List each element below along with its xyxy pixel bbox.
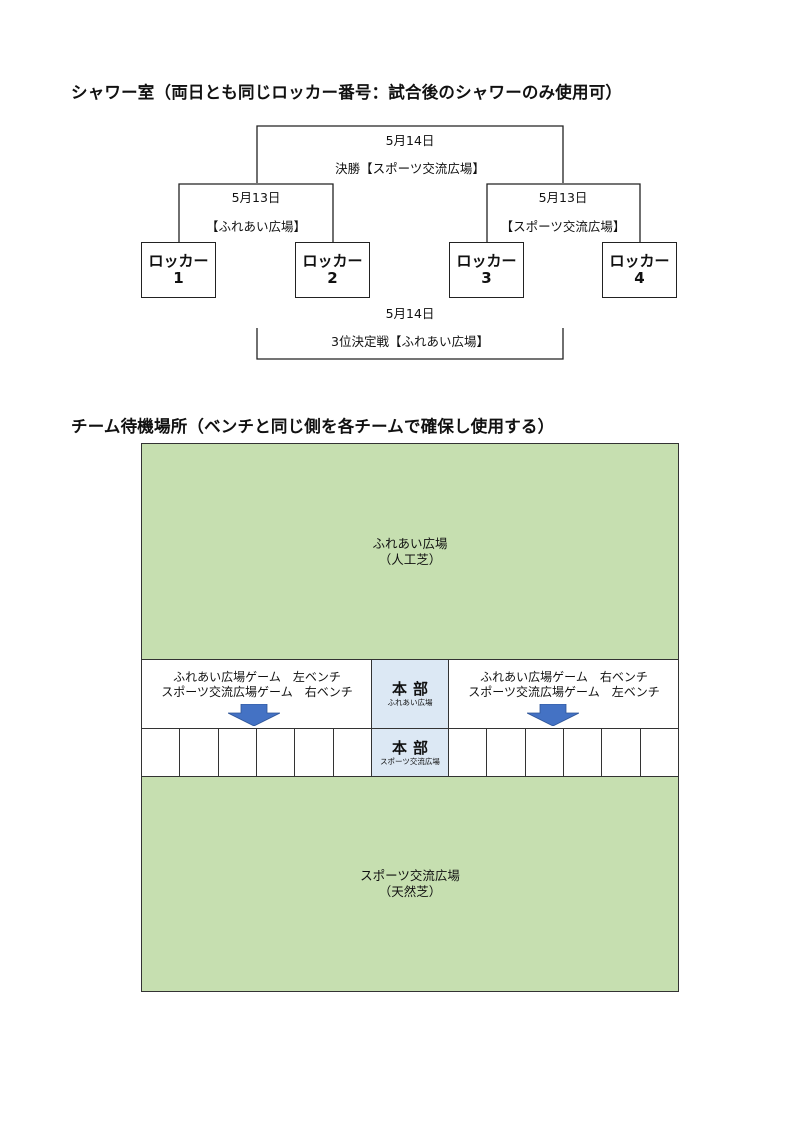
hq-title: 本部 xyxy=(391,680,434,698)
waiting-slot xyxy=(295,729,334,776)
final-date: 5月14日 xyxy=(385,133,435,148)
sports-exchange-field: スポーツ交流広場 （天然芝） xyxy=(141,776,679,992)
final-bracket-line xyxy=(256,125,564,183)
locker-number: 4 xyxy=(634,269,645,287)
locker-4: ロッカー 4 xyxy=(602,242,677,298)
locker-1: ロッカー 1 xyxy=(141,242,216,298)
waiting-slot xyxy=(219,729,257,776)
final-title: 決勝【スポーツ交流広場】 xyxy=(335,161,485,176)
semi-right-venue: 【スポーツ交流広場】 xyxy=(500,219,626,234)
semi-right-bracket-line xyxy=(486,183,641,242)
waiting-slot xyxy=(524,729,563,776)
third-place-bracket-line xyxy=(256,328,564,360)
waiting-slot xyxy=(601,729,639,776)
locker-3: ロッカー 3 xyxy=(449,242,524,298)
team-waiting-area-heading: チーム待機場所（ベンチと同じ側を各チームで確保し使用する） xyxy=(71,417,555,436)
semi-left-date: 5月13日 xyxy=(231,190,281,205)
hq-subtitle: ふれあい広場 xyxy=(387,698,433,707)
field-name: ふれあい広場 xyxy=(372,535,448,551)
semi-left-bracket-line xyxy=(178,183,334,242)
locker-number: 3 xyxy=(481,269,492,287)
locker-label: ロッカー xyxy=(148,252,209,270)
locker-2: ロッカー 2 xyxy=(295,242,370,298)
bench-area-left: ふれあい広場ゲーム 左ベンチ スポーツ交流広場ゲーム 右ベンチ xyxy=(142,660,372,728)
field-surface: （人工芝） xyxy=(378,551,442,567)
waiting-slot xyxy=(257,729,296,776)
bracket-lines xyxy=(178,125,641,360)
waiting-slot xyxy=(486,729,524,776)
headquarters-fureai: 本部 ふれあい広場 xyxy=(371,659,449,729)
down-arrow-icon xyxy=(228,704,280,726)
bench-area-right: ふれあい広場ゲーム 右ベンチ スポーツ交流広場ゲーム 左ベンチ xyxy=(449,660,679,728)
waiting-slot xyxy=(639,729,678,776)
waiting-slots-right xyxy=(448,728,679,777)
down-arrow-icon xyxy=(527,704,579,726)
locker-number: 2 xyxy=(327,269,338,287)
bench-label-line2: スポーツ交流広場ゲーム 右ベンチ xyxy=(161,685,353,699)
waiting-slot xyxy=(334,729,372,776)
third-place-date: 5月14日 xyxy=(385,306,435,321)
waiting-slot xyxy=(562,729,601,776)
semi-left-venue: 【ふれあい広場】 xyxy=(205,219,307,234)
hq-subtitle: スポーツ交流広場 xyxy=(380,756,440,766)
locker-label: ロッカー xyxy=(609,252,670,270)
waiting-slots-left xyxy=(141,728,372,777)
field-surface: （天然芝） xyxy=(378,884,442,899)
fureai-field: ふれあい広場 （人工芝） xyxy=(141,443,679,660)
bench-label-line1: ふれあい広場ゲーム 左ベンチ xyxy=(173,670,341,684)
bench-row: ふれあい広場ゲーム 左ベンチ スポーツ交流広場ゲーム 右ベンチ ふれあい広場ゲー… xyxy=(141,659,679,729)
hq-title: 本部 xyxy=(391,738,434,757)
bench-label-line1: ふれあい広場ゲーム 右ベンチ xyxy=(480,670,648,684)
waiting-slot xyxy=(180,729,219,776)
third-place-title: 3位決定戦【ふれあい広場】 xyxy=(331,334,489,349)
locker-label: ロッカー xyxy=(302,252,363,270)
waiting-slot xyxy=(448,729,486,776)
semi-right-date: 5月13日 xyxy=(538,190,588,205)
locker-number: 1 xyxy=(173,269,184,287)
headquarters-sports-exchange: 本部 スポーツ交流広場 xyxy=(371,728,449,777)
field-name: スポーツ交流広場 xyxy=(360,868,460,883)
shower-room-heading: シャワー室（両日とも同じロッカー番号：試合後のシャワーのみ使用可） xyxy=(71,83,623,102)
bench-label-line2: スポーツ交流広場ゲーム 左ベンチ xyxy=(468,685,660,699)
locker-label: ロッカー xyxy=(456,252,517,270)
waiting-slot xyxy=(142,729,181,776)
